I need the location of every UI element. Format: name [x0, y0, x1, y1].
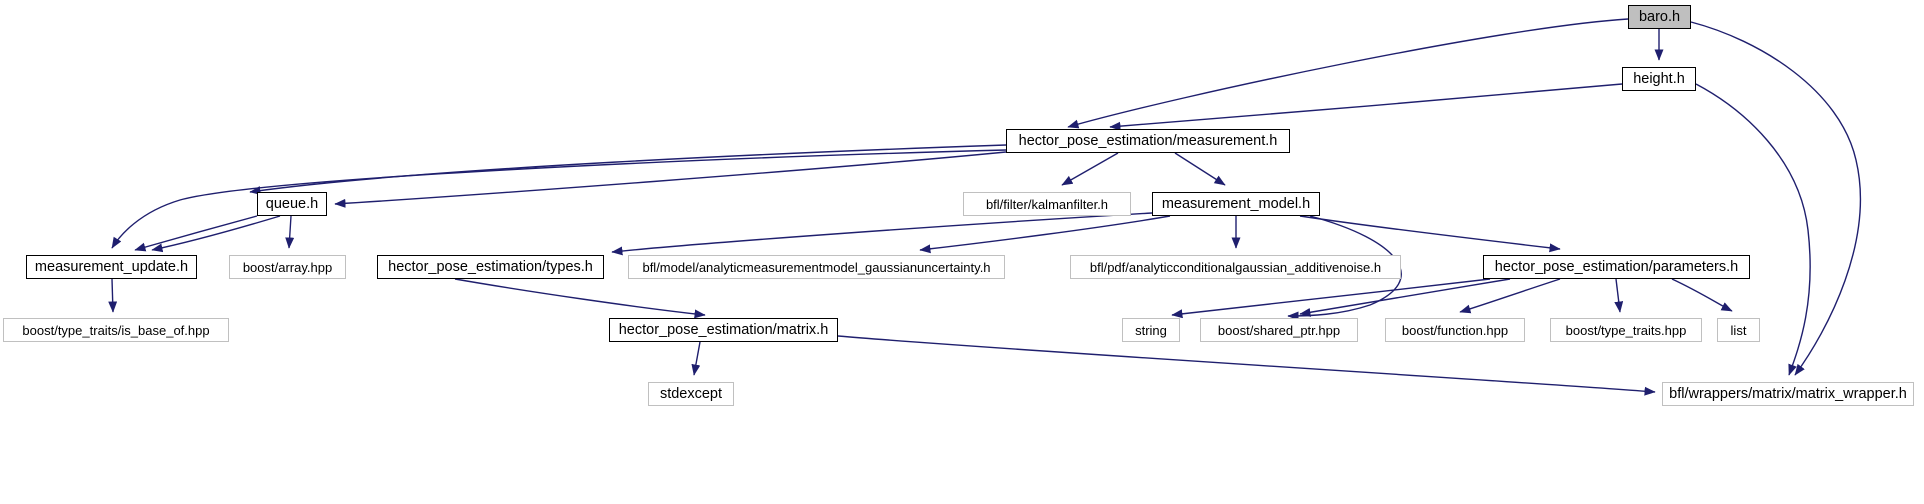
node-label: hector_pose_estimation/matrix.h [618, 321, 829, 338]
node-label: boost/type_traits/is_base_of.hpp [22, 322, 210, 338]
edge-matrix-to-matrixwrapper [837, 335, 1656, 396]
edge-measurement-to-kalmanfilter [1061, 152, 1119, 186]
edge-parameters-to-string [1171, 278, 1491, 319]
node-list[interactable]: list [1717, 318, 1760, 342]
node-label: stdexcept [659, 385, 723, 402]
edge-queue-to-boostarray [285, 215, 295, 249]
edge-matrix-to-stdexcept [691, 341, 701, 376]
edge-parameters-to-typetraits [1614, 278, 1624, 313]
edge-measurementmodel-to-parameters [1299, 215, 1561, 253]
edge-baro-to-measurement [1067, 18, 1629, 129]
node-baro-h[interactable]: baro.h [1628, 5, 1691, 29]
node-boost-type-traits-hpp[interactable]: boost/type_traits.hpp [1550, 318, 1702, 342]
node-label: measurement_update.h [34, 258, 189, 275]
node-label: boost/function.hpp [1401, 322, 1509, 338]
edge-parameters-to-list [1671, 278, 1733, 312]
edge-measurement-to-queue [249, 144, 1007, 195]
node-label: list [1730, 322, 1747, 338]
node-label: bfl/filter/kalmanfilter.h [985, 196, 1109, 212]
edge-parameters-to-sharedptr [1299, 278, 1511, 317]
node-label: boost/array.hpp [242, 259, 333, 275]
edge-measurement-to-queue2 [334, 151, 1007, 208]
edge-queue-to-measurementupd2 [151, 215, 281, 253]
node-measurement-model-h[interactable]: measurement_model.h [1152, 192, 1320, 216]
edge-measurementmodel-to-gaussianunc [919, 215, 1171, 254]
node-bfl-wrappers-matrix-matrix-wrapper-h[interactable]: bfl/wrappers/matrix/matrix_wrapper.h [1662, 382, 1914, 406]
node-height-h[interactable]: height.h [1622, 67, 1696, 91]
node-hector-pose-estimation-types-h[interactable]: hector_pose_estimation/types.h [377, 255, 604, 279]
node-boost-array-hpp[interactable]: boost/array.hpp [229, 255, 346, 279]
edge-measurementupd-to-isbaseof [108, 278, 118, 313]
node-measurement-update-h[interactable]: measurement_update.h [26, 255, 197, 279]
node-bfl-filter-kalmanfilter-h[interactable]: bfl/filter/kalmanfilter.h [963, 192, 1131, 216]
node-label: measurement_model.h [1161, 195, 1311, 212]
node-label: height.h [1633, 70, 1685, 87]
edge-measurementmodel-to-types [611, 212, 1153, 256]
node-label: bfl/model/analyticmeasurementmodel_gauss… [642, 259, 991, 275]
node-bfl-pdf-analyticconditionalgaussian-additivenoise-h[interactable]: bfl/pdf/analyticconditionalgaussian_addi… [1070, 255, 1401, 279]
edge-queue-to-measurementupd [134, 215, 258, 252]
edge-parameters-to-boostfunction [1459, 278, 1561, 314]
edge-height-to-measurement [1109, 83, 1623, 131]
edge-types-to-matrix [454, 278, 706, 319]
node-label: boost/shared_ptr.hpp [1217, 322, 1341, 338]
node-label: queue.h [265, 195, 319, 212]
edge-measurement-to-measurementmodel [1174, 152, 1226, 186]
node-label: hector_pose_estimation/parameters.h [1494, 258, 1739, 275]
node-label: string [1135, 322, 1167, 338]
node-queue-h[interactable]: queue.h [257, 192, 327, 216]
edge-measurement-to-measurementupd [111, 149, 1007, 249]
node-hector-pose-estimation-matrix-h[interactable]: hector_pose_estimation/matrix.h [609, 318, 838, 342]
node-boost-function-hpp[interactable]: boost/function.hpp [1385, 318, 1525, 342]
node-hector-pose-estimation-measurement-h[interactable]: hector_pose_estimation/measurement.h [1006, 129, 1290, 153]
node-string[interactable]: string [1122, 318, 1180, 342]
node-label: baro.h [1638, 8, 1681, 25]
node-hector-pose-estimation-parameters-h[interactable]: hector_pose_estimation/parameters.h [1483, 255, 1750, 279]
node-label: hector_pose_estimation/measurement.h [1018, 132, 1278, 149]
node-boost-type-traits-is-base-of-hpp[interactable]: boost/type_traits/is_base_of.hpp [3, 318, 229, 342]
node-label: hector_pose_estimation/types.h [388, 258, 593, 275]
node-boost-shared-ptr-hpp[interactable]: boost/shared_ptr.hpp [1200, 318, 1358, 342]
node-label: boost/type_traits.hpp [1565, 322, 1687, 338]
node-label: bfl/wrappers/matrix/matrix_wrapper.h [1669, 385, 1907, 402]
node-label: bfl/pdf/analyticconditionalgaussian_addi… [1089, 259, 1382, 275]
node-bfl-model-analyticmeasurementmodel-gaussianuncertainty-h[interactable]: bfl/model/analyticmeasurementmodel_gauss… [628, 255, 1005, 279]
node-stdexcept[interactable]: stdexcept [648, 382, 734, 406]
